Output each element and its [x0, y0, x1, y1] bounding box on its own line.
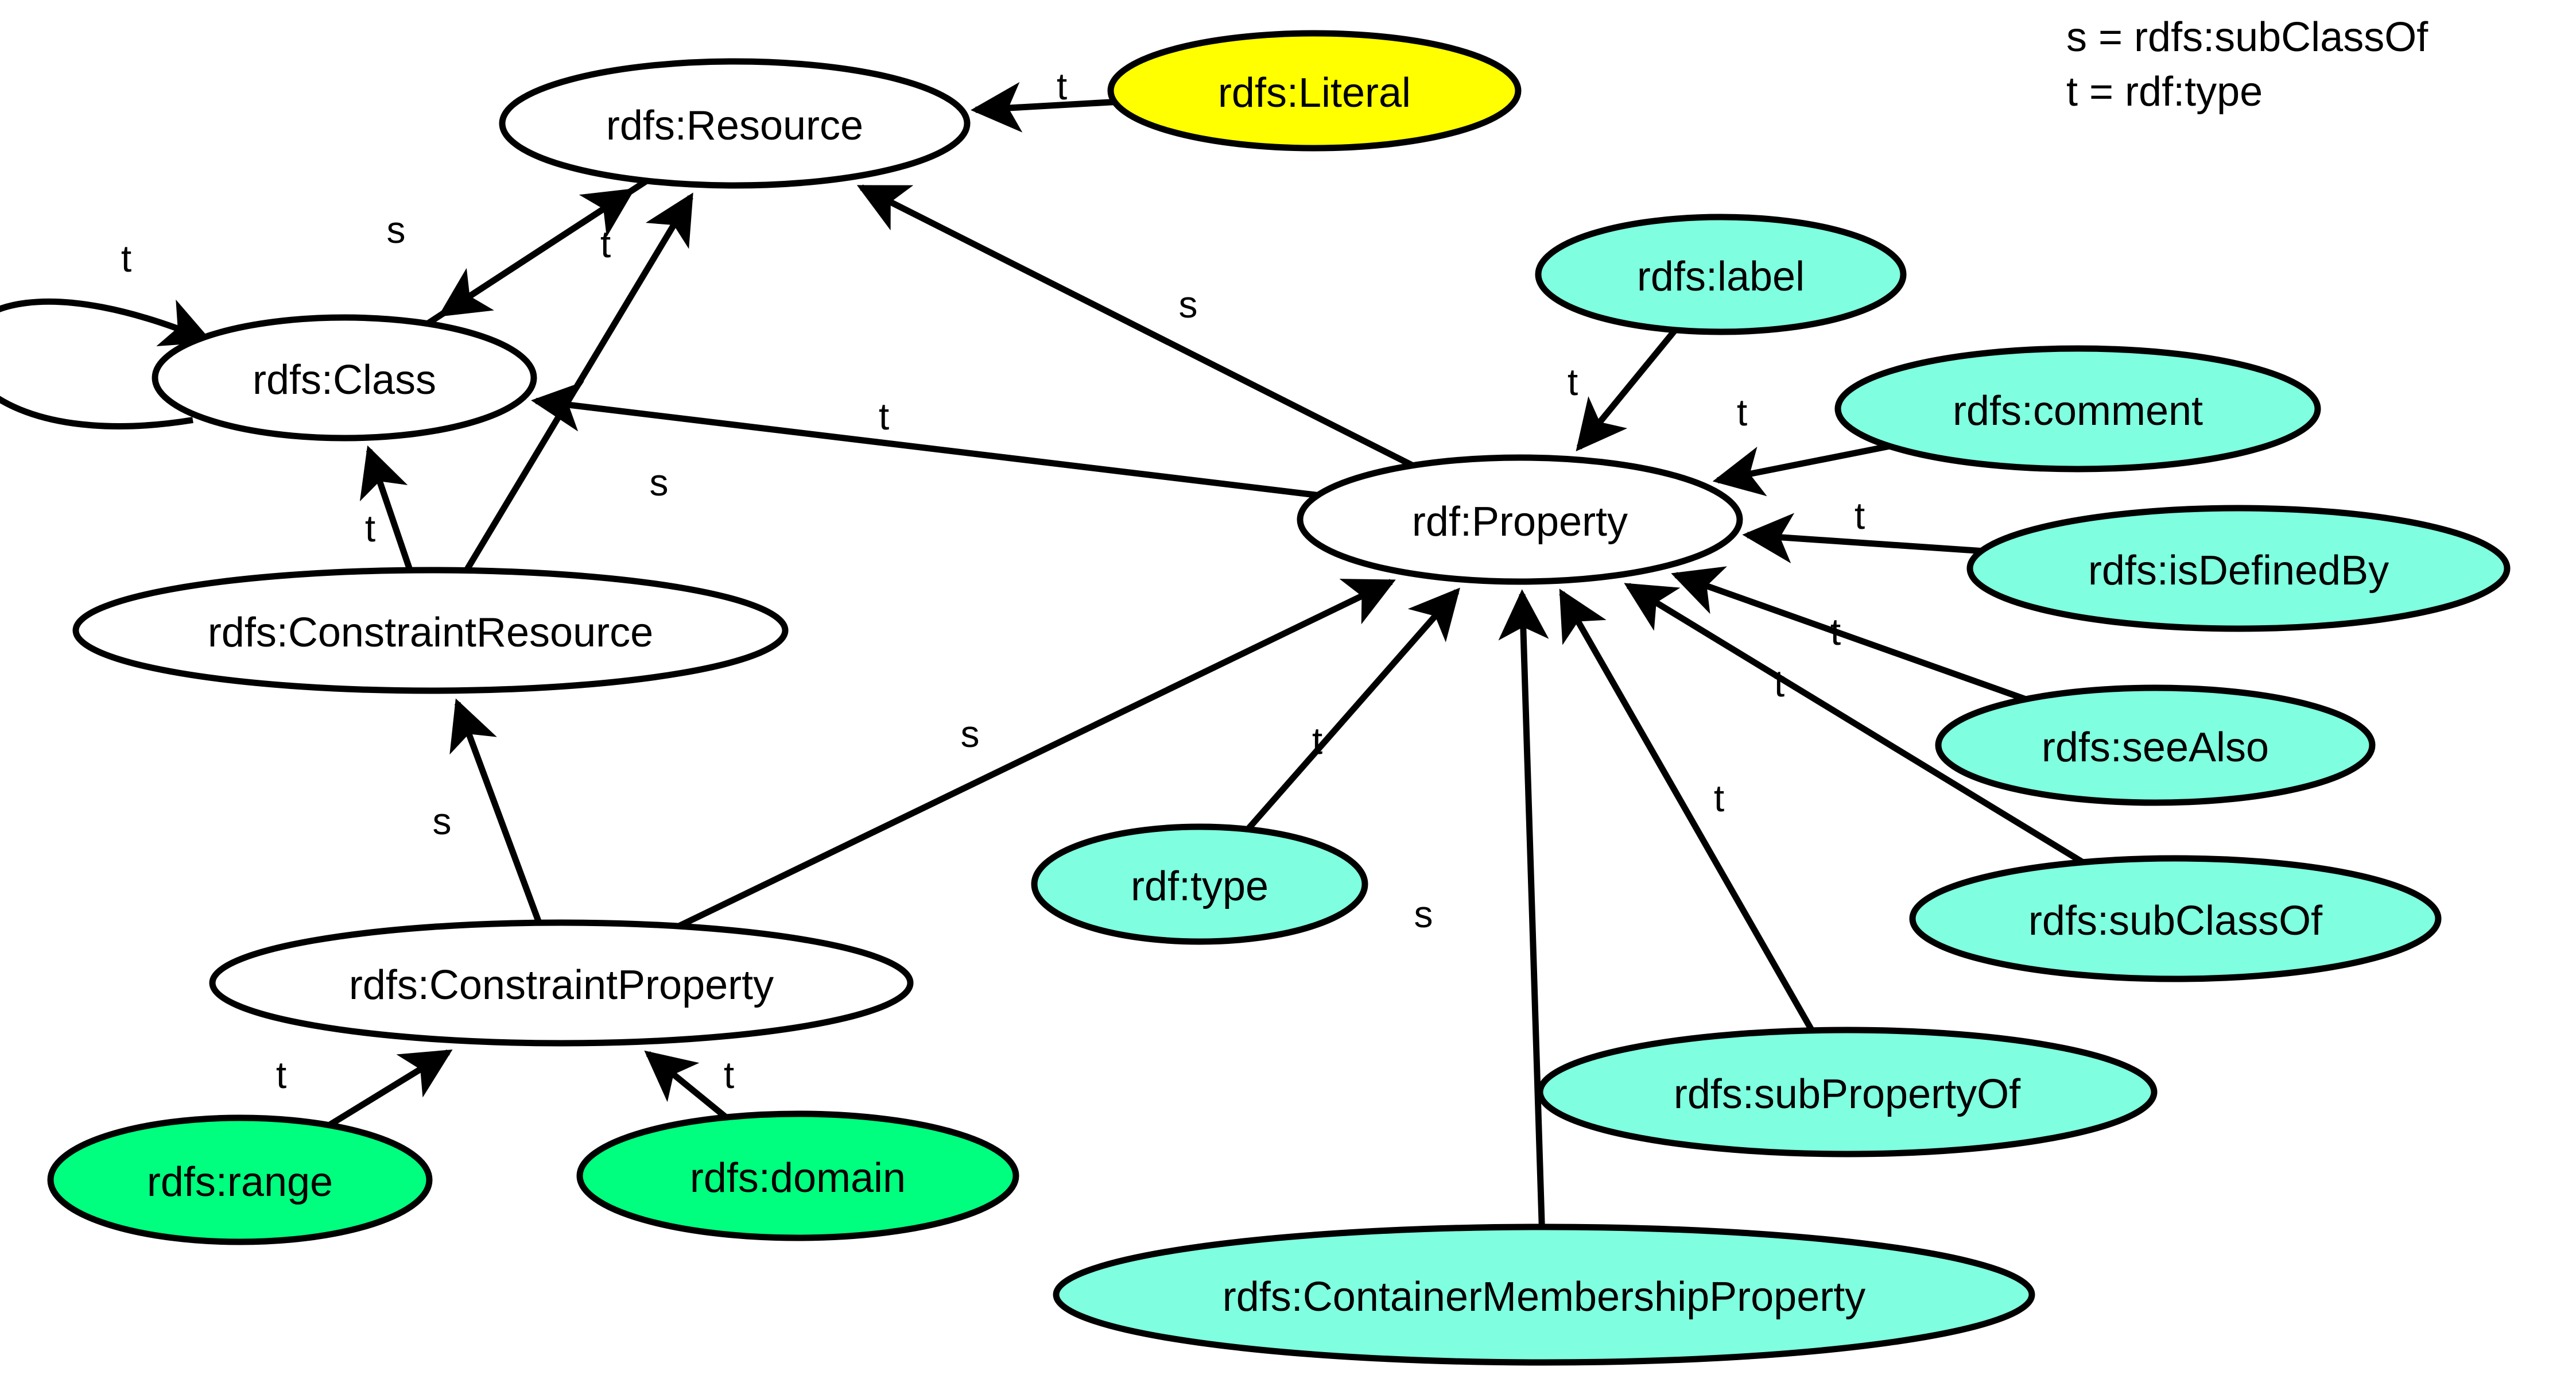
edges-layer — [0, 82, 2085, 1228]
node-label-rdfs-isdefinedby: rdfs:isDefinedBy — [2088, 548, 2389, 594]
node-shape-rdfs-isdefinedby[interactable] — [1966, 505, 2511, 632]
node-rdfs-subclassof[interactable]: rdfs:subClassOf — [1909, 855, 2442, 982]
node-label-rdfs-seealso: rdfs:seeAlso — [2042, 725, 2269, 770]
node-rdfs-containermembershipproperty[interactable]: rdfs:ContainerMembershipProperty — [1053, 1223, 2035, 1366]
edge-class-to-class-self-loop — [0, 299, 213, 429]
node-shape-rdfs-comment[interactable] — [1834, 345, 2321, 473]
edge-label-property-class: t — [879, 395, 889, 437]
node-shape-rdfs-class[interactable] — [152, 314, 537, 442]
edge-label-rdftype-property: t — [1312, 719, 1322, 762]
node-label-rdfs-subclassof: rdfs:subClassOf — [2028, 898, 2323, 944]
edge-container-to-property — [1498, 589, 1549, 1228]
edge-cresource-to-class — [359, 445, 413, 571]
node-rdfs-range[interactable]: rdfs:range — [47, 1114, 433, 1245]
node-shape-rdfs-constraintproperty[interactable] — [209, 919, 914, 1047]
node-label-rdf-type: rdf:type — [1131, 864, 1268, 909]
edge-label-domain-cproperty: t — [724, 1054, 734, 1096]
node-shape-rdfs-containermembershipproperty[interactable] — [1053, 1223, 2035, 1366]
edge-label-cproperty-property: s — [961, 713, 980, 755]
edge-definedby-to-property — [1742, 513, 1982, 564]
edge-subclassof-to-property — [1624, 583, 2085, 865]
node-rdfs-isdefinedby[interactable]: rdfs:isDefinedBy — [1966, 505, 2511, 632]
node-shape-rdfs-constraintresource[interactable] — [72, 567, 789, 694]
node-shape-rdf-property[interactable] — [1297, 454, 1743, 585]
node-rdfs-label[interactable]: rdfs:label — [1535, 214, 1907, 335]
edge-labels-layer: s t s t t s s t t t s t t t t t t t t s — [121, 65, 1865, 1096]
edge-domain-to-cproperty — [644, 1050, 728, 1120]
edge-label-cresource-class: t — [365, 507, 375, 549]
edge-label-comment-property: t — [1737, 391, 1747, 433]
node-rdfs-seealso[interactable]: rdfs:seeAlso — [1935, 684, 2376, 806]
node-rdfs-resource[interactable]: rdfs:Resource — [499, 58, 971, 189]
edge-label-seealso-property: t — [1830, 610, 1841, 653]
node-shape-rdf-type[interactable] — [1031, 823, 1368, 945]
edge-label-subpropof-property: t — [1714, 777, 1724, 819]
edge-label-literal-resource: t — [1057, 65, 1067, 107]
node-shape-rdfs-seealso[interactable] — [1935, 684, 2376, 806]
edge-rdftype-to-property — [1245, 587, 1460, 832]
node-shape-rdfs-literal[interactable] — [1107, 30, 1522, 152]
node-shape-rdfs-subclassof[interactable] — [1909, 855, 2442, 982]
edge-cproperty-to-cresource — [449, 698, 542, 924]
node-rdfs-class[interactable]: rdfs:Class — [152, 314, 537, 442]
edge-label-subclassof-property: t — [1774, 662, 1784, 704]
node-label-rdfs-constraintresource: rdfs:ConstraintResource — [208, 610, 653, 656]
edge-resource-to-class — [438, 178, 649, 317]
node-shape-rdfs-resource[interactable] — [499, 58, 971, 189]
node-label-rdfs-comment: rdfs:comment — [1953, 388, 2203, 434]
legend-line-subclassof: s = rdfs:subClassOf — [2066, 14, 2428, 60]
edge-cproperty-to-property — [677, 579, 1396, 930]
node-shape-rdfs-subpropertyof[interactable] — [1537, 1027, 2158, 1157]
edge-comment-to-property — [1712, 443, 1891, 497]
legend: s = rdfs:subClassOf t = rdf:type — [2066, 14, 2428, 115]
node-label-rdfs-class: rdfs:Class — [253, 357, 436, 403]
node-label-rdfs-subpropertyof: rdfs:subPropertyOf — [1674, 1071, 2021, 1117]
legend-line-type: t = rdf:type — [2066, 69, 2263, 115]
node-label-rdfs-constraintproperty: rdfs:ConstraintProperty — [349, 962, 774, 1008]
edge-range-to-cproperty — [327, 1049, 453, 1128]
node-label-rdfs-resource: rdfs:Resource — [606, 103, 863, 149]
edge-rdflabel-to-property — [1576, 328, 1678, 452]
node-label-rdfs-literal: rdfs:Literal — [1218, 70, 1411, 116]
node-label-rdfs-range: rdfs:range — [147, 1159, 333, 1205]
node-shape-rdfs-range[interactable] — [47, 1114, 433, 1245]
node-rdfs-domain[interactable]: rdfs:domain — [576, 1110, 1019, 1241]
edge-label-range-cproperty: t — [276, 1054, 286, 1096]
edge-property-to-class — [531, 381, 1318, 498]
edge-property-to-resource — [856, 184, 1414, 469]
node-rdfs-subpropertyof[interactable]: rdfs:subPropertyOf — [1537, 1027, 2158, 1157]
edge-label-class-class: t — [121, 237, 131, 280]
node-rdf-property[interactable]: rdf:Property — [1297, 454, 1743, 585]
edge-label-class-resource: s — [387, 208, 406, 251]
node-shape-rdfs-label[interactable] — [1535, 214, 1907, 335]
edge-subpropof-to-property — [1559, 588, 1815, 1032]
node-rdfs-constraintproperty[interactable]: rdfs:ConstraintProperty — [209, 919, 914, 1047]
edge-literal-to-resource — [971, 82, 1115, 133]
node-rdfs-constraintresource[interactable]: rdfs:ConstraintResource — [72, 567, 789, 694]
node-rdf-type[interactable]: rdf:type — [1031, 823, 1368, 945]
node-label-rdfs-label: rdfs:label — [1637, 254, 1805, 300]
edge-label-cproperty-cresource: s — [433, 800, 452, 842]
node-shape-rdfs-domain[interactable] — [576, 1110, 1019, 1241]
node-rdfs-literal[interactable]: rdfs:Literal — [1107, 30, 1522, 152]
node-rdfs-comment[interactable]: rdfs:comment — [1834, 345, 2321, 473]
edge-label-definedby-property: t — [1855, 494, 1865, 537]
node-label-rdf-property: rdf:Property — [1412, 499, 1628, 545]
node-label-rdfs-domain: rdfs:domain — [690, 1155, 906, 1201]
edge-label-container-property: s — [1414, 893, 1433, 935]
edge-label-resource-class: t — [600, 223, 611, 265]
edge-label-cresource-resource: s — [650, 461, 669, 504]
nodes-layer: rdfs:Resource rdfs:Literal rdfs:Class rdfs:… — [47, 30, 2511, 1366]
edge-label-property-resource: s — [1179, 283, 1198, 326]
edge-seealso-to-property — [1671, 566, 2027, 702]
edge-label-rdflabel-property: t — [1568, 361, 1578, 403]
node-label-rdfs-containermembershipproperty: rdfs:ContainerMembershipProperty — [1223, 1274, 1865, 1320]
